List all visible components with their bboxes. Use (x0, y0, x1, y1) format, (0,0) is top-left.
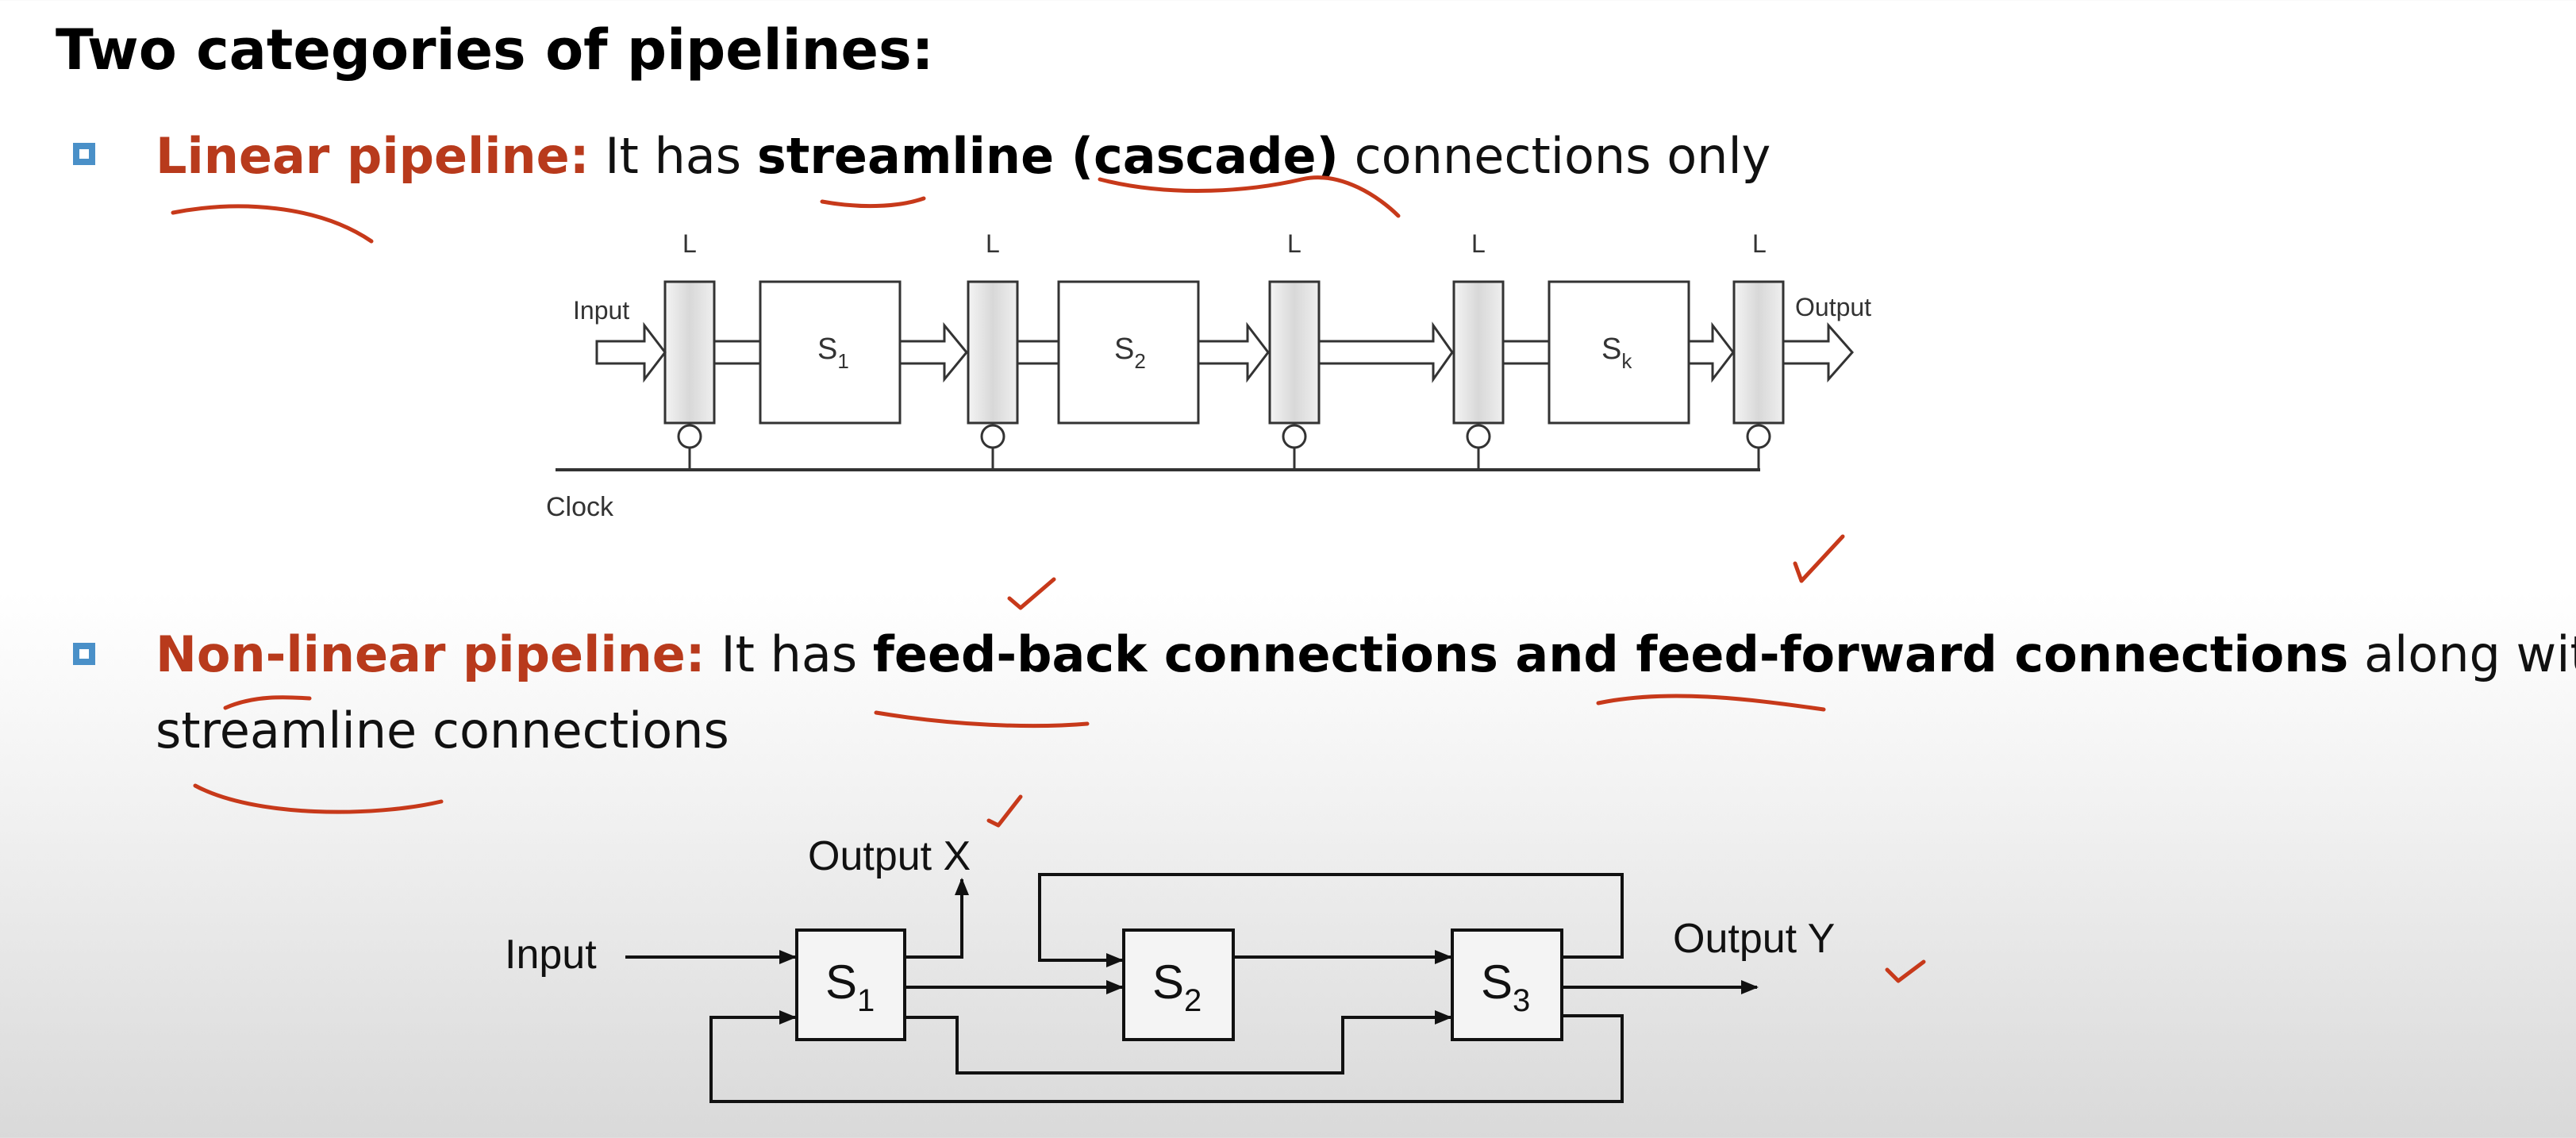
flow-arrow-icon (1197, 321, 1270, 383)
nonlinear-text-1: It has (705, 625, 873, 683)
linear-text-2: connections only (1338, 127, 1771, 185)
nonlinear-text-2: along with (2364, 625, 2576, 683)
stage-s2: S2 (1057, 280, 1200, 425)
nonlinear-pipeline-line: Non-linear pipeline: It has feed-back co… (156, 625, 2576, 683)
stage-s1: S1 (759, 280, 902, 425)
nonlinear-pipeline-term: Non-linear pipeline: (156, 625, 706, 683)
tick-mark-icon (1885, 959, 1926, 983)
output-label: Output (1795, 293, 1871, 321)
underline-streamline-2 (193, 783, 444, 814)
linear-pipeline-line: Linear pipeline: It has streamline (casc… (156, 127, 1771, 185)
flow-arrow-icon (898, 321, 968, 383)
stage-s2-label: S2 (1152, 955, 1201, 1018)
feedback-s3-s1 (709, 1010, 1624, 1103)
input-arrow-icon (595, 321, 667, 383)
input-label: Input (505, 932, 597, 978)
flow-arrow-icon (1317, 321, 1454, 383)
flow-arrow-icon (1687, 321, 1735, 383)
underline-non (223, 695, 312, 710)
bullet-square-icon (73, 643, 95, 665)
latch-label: L (682, 229, 697, 258)
latch-4: L (1452, 229, 1505, 470)
hollow-arrows (595, 321, 1855, 383)
flow-arrow-icon (713, 340, 762, 365)
output-arrow-icon (1782, 322, 1855, 383)
underline-feed-forward (1596, 694, 1826, 712)
latch-1: L (663, 229, 716, 470)
slide-title: Two categories of pipelines: (56, 17, 934, 83)
latch-3: L (1268, 229, 1321, 470)
underline-cascade (1098, 175, 1401, 218)
latch-label: L (1287, 229, 1301, 258)
underline-streamline (820, 196, 926, 209)
output-x-arrow (905, 878, 969, 959)
stage-s2-box (1122, 928, 1235, 1041)
stage-s3-box (1451, 928, 1563, 1041)
nonlinear-bold: feed-back connections and feed-forward c… (872, 625, 2349, 683)
output-x-label: Output X (808, 833, 971, 879)
underline-linear (171, 204, 374, 244)
stage-s1-label: S1 (825, 955, 875, 1018)
feedback-s3-s2 (1038, 873, 1624, 967)
svg-text:S2: S2 (1114, 333, 1146, 373)
svg-text:Sk: Sk (1601, 333, 1632, 373)
tick-mark-icon (1007, 577, 1056, 610)
nonlinear-pipeline-line-2: streamline connections (156, 702, 729, 759)
stage-s3-label: S3 (1481, 955, 1530, 1018)
bullet-square-icon (73, 143, 95, 165)
flow-arrow-icon (1016, 340, 1060, 365)
linear-bold: streamline (cascade) (756, 127, 1339, 185)
feedforward-s1-s3 (905, 1010, 1452, 1075)
tick-mark-icon (1793, 534, 1845, 583)
linear-text-1: It has (589, 127, 757, 185)
stage-sk: Sk (1548, 280, 1690, 425)
latch-label: L (1471, 229, 1486, 258)
latch-5: L (1732, 229, 1785, 470)
latch-2: L (967, 229, 1019, 470)
clock-label: Clock (546, 492, 614, 522)
linear-pipeline-term: Linear pipeline: (156, 127, 590, 185)
latch-label: L (1752, 229, 1767, 258)
flow-arrow-icon (1501, 340, 1551, 365)
svg-text:S1: S1 (817, 333, 849, 373)
latch-label: L (986, 229, 1000, 258)
tick-mark-icon (986, 794, 1023, 828)
underline-feed-back (874, 710, 1090, 729)
stage-s1-box (795, 928, 906, 1041)
input-label: Input (573, 296, 629, 325)
output-y-label: Output Y (1673, 916, 1835, 962)
